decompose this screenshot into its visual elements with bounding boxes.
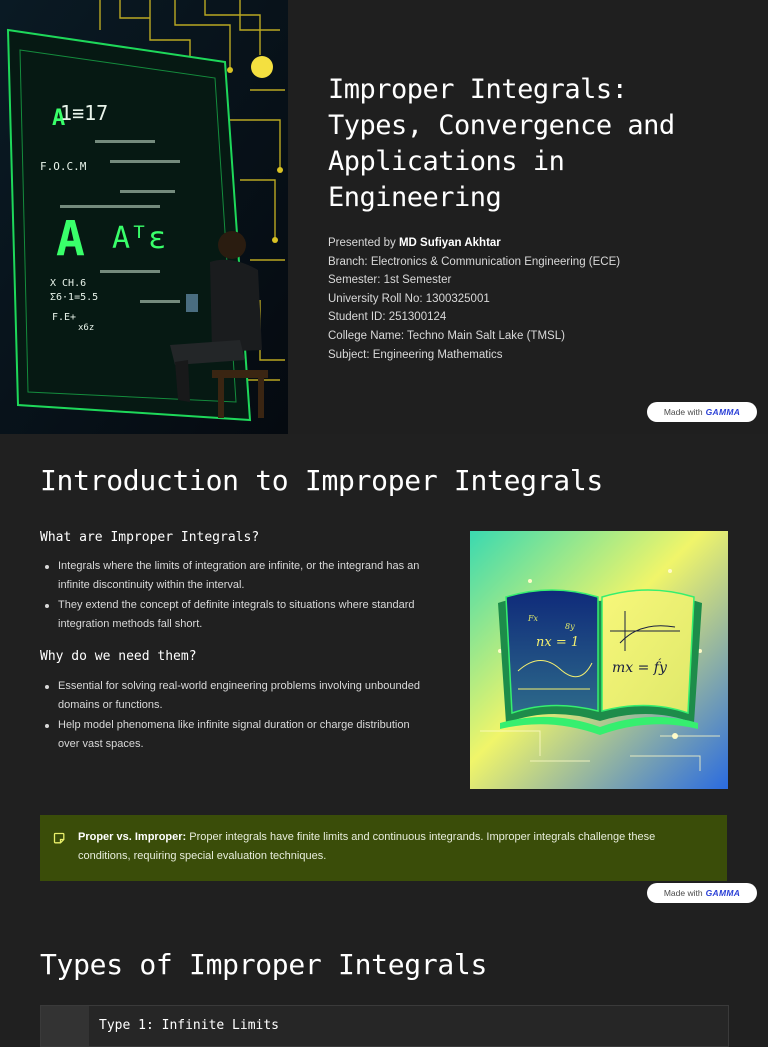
book-image: nx = 1 mx = f́y Fx 8y bbox=[470, 531, 728, 789]
detail-college: College Name: Techno Main Salt Lake (TMS… bbox=[328, 329, 565, 342]
cover-title-line: Applications in bbox=[328, 146, 565, 177]
type-number-cell bbox=[41, 1006, 89, 1046]
list-item: Help model phenomena like infinite signa… bbox=[40, 716, 432, 753]
detail-student-id: Student ID: 251300124 bbox=[328, 311, 447, 324]
svg-text:X CH.6: X CH.6 bbox=[50, 278, 86, 289]
type-card: Type 1: Infinite Limits bbox=[40, 1005, 729, 1047]
intro-slide: Introduction to Improper Integrals What … bbox=[0, 434, 768, 914]
presented-by: Presented by MD Sufiyan Akhtar bbox=[328, 237, 501, 249]
detail-branch: Branch: Electronics & Communication Engi… bbox=[328, 255, 621, 268]
svg-text:Fx: Fx bbox=[527, 614, 539, 623]
bullet-list-what: Integrals where the limits of integratio… bbox=[40, 557, 432, 635]
bullet-list-why: Essential for solving real-world enginee… bbox=[40, 677, 432, 755]
book-equation-right: mx = f́y bbox=[612, 658, 668, 676]
intro-title: Introduction to Improper Integrals bbox=[40, 464, 603, 497]
book-equation-left: nx = 1 bbox=[536, 635, 579, 650]
person-silhouette bbox=[170, 231, 268, 418]
hero-illustration: A 1≡17 F.O.C.M A Aᵀε X CH.6 Σ6·1=5.5 F.E… bbox=[0, 0, 288, 434]
cover-title-line: Improper Integrals: bbox=[328, 74, 628, 105]
svg-text:F.E+: F.E+ bbox=[52, 312, 76, 323]
svg-text:Aᵀε: Aᵀε bbox=[112, 221, 166, 256]
detail-roll-no: University Roll No: 1300325001 bbox=[328, 292, 490, 305]
circuit-board-illustration: A 1≡17 F.O.C.M A Aᵀε X CH.6 Σ6·1=5.5 F.E… bbox=[0, 0, 288, 434]
note-icon bbox=[53, 832, 65, 844]
cover-slide: A 1≡17 F.O.C.M A Aᵀε X CH.6 Σ6·1=5.5 F.E… bbox=[0, 0, 768, 434]
cover-title-line: Types, Convergence and bbox=[328, 110, 675, 141]
svg-text:8y: 8y bbox=[565, 622, 575, 631]
svg-text:1≡17: 1≡17 bbox=[60, 101, 108, 125]
presenter-details: Presented by MD Sufiyan Akhtar Branch: E… bbox=[328, 234, 748, 364]
proper-vs-improper-callout: Proper vs. Improper: Proper integrals ha… bbox=[40, 815, 727, 881]
list-item: They extend the concept of definite inte… bbox=[40, 596, 432, 633]
made-with-gamma-badge[interactable]: Made with GAMMA bbox=[647, 883, 757, 903]
svg-text:Σ6·1=5.5: Σ6·1=5.5 bbox=[50, 292, 98, 303]
cover-title: Improper Integrals: Types, Convergence a… bbox=[328, 72, 738, 216]
callout-label: Proper vs. Improper: bbox=[78, 831, 187, 843]
detail-semester: Semester: 1st Semester bbox=[328, 274, 452, 287]
list-item: Essential for solving real-world enginee… bbox=[40, 677, 432, 714]
gamma-logo: GAMMA bbox=[705, 888, 741, 898]
detail-subject: Subject: Engineering Mathematics bbox=[328, 348, 503, 361]
gamma-logo: GAMMA bbox=[705, 407, 741, 417]
list-item: Integrals where the limits of integratio… bbox=[40, 557, 432, 594]
svg-text:F.O.C.M: F.O.C.M bbox=[40, 160, 87, 173]
type-1-label: Type 1: Infinite Limits bbox=[99, 1018, 280, 1033]
presenter-name: MD Sufiyan Akhtar bbox=[398, 237, 501, 249]
types-slide: Types of Improper Integrals Type 1: Infi… bbox=[0, 914, 768, 1047]
cover-title-line: Engineering bbox=[328, 182, 502, 213]
callout-body: Proper integrals have finite limits and … bbox=[78, 831, 656, 862]
open-book-illustration: nx = 1 mx = f́y Fx 8y bbox=[470, 531, 728, 789]
section-heading-what: What are Improper Integrals? bbox=[40, 530, 260, 545]
hero-letter-a: A bbox=[52, 106, 65, 131]
svg-text:x6z: x6z bbox=[78, 323, 94, 333]
svg-text:A: A bbox=[56, 211, 85, 267]
made-with-gamma-badge[interactable]: Made with GAMMA bbox=[647, 402, 757, 422]
types-title: Types of Improper Integrals bbox=[40, 948, 488, 981]
section-heading-why: Why do we need them? bbox=[40, 649, 197, 664]
